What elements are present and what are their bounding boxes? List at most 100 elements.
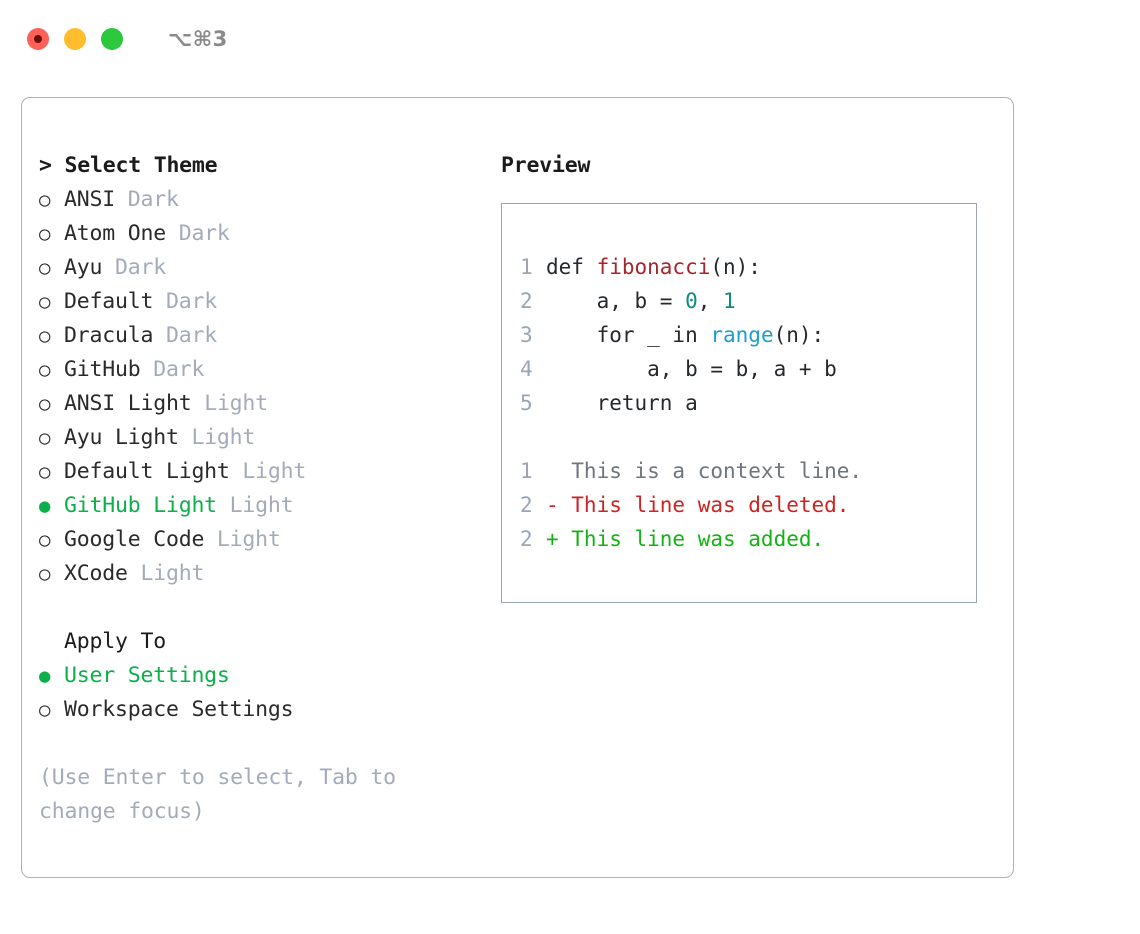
theme-item-label: Google Code — [64, 527, 205, 552]
theme-item-7[interactable]: ○Ayu Light Light — [39, 421, 479, 455]
token-fn: fibonacci — [596, 255, 711, 279]
radio-unselected-icon: ○ — [39, 427, 51, 449]
theme-item-label: Ayu — [64, 255, 103, 280]
token-num: 0 — [685, 289, 698, 313]
token-call: range — [710, 323, 774, 347]
line-number: 1 — [520, 459, 533, 483]
token-plain: (n): — [710, 255, 761, 279]
apply-to-heading: Apply To — [64, 629, 166, 654]
theme-selector-panel: > Select Theme ○ANSI Dark○Atom One Dark○… — [21, 97, 1014, 878]
radio-unselected-icon: ○ — [39, 699, 51, 721]
theme-item-label: XCode — [64, 561, 128, 586]
theme-item-label: Atom One — [64, 221, 166, 246]
close-button[interactable] — [27, 28, 49, 50]
left-column: > Select Theme ○ANSI Dark○Atom One Dark○… — [39, 149, 479, 829]
title-bar: ⌥⌘3 — [0, 0, 1140, 78]
diff-line-text: + This line was added. — [546, 527, 825, 551]
diff-line-ctx: 1 This is a context line. — [520, 454, 968, 488]
theme-item-10[interactable]: ○ Google Code Light — [39, 523, 479, 557]
code-line-text: for _ in range(n): — [546, 318, 825, 352]
code-line-3: 3 for _ in range(n): — [520, 318, 968, 352]
diff-line-add: 2 + This line was added. — [520, 522, 968, 556]
line-number: 2 — [520, 493, 533, 517]
apply-to-list[interactable]: ● User Settings ○ Workspace Settings — [39, 659, 479, 727]
keyboard-shortcut-label: ⌥⌘3 — [168, 27, 228, 51]
theme-item-label: Default — [64, 289, 154, 314]
diff-line-text: - This line was deleted. — [546, 493, 850, 517]
token-num: 1 — [723, 289, 736, 313]
code-line-text: def fibonacci(n): — [546, 250, 761, 284]
theme-item-variant-tag: Dark — [165, 221, 230, 246]
radio-unselected-icon: ○ — [39, 359, 51, 381]
code-line-2: 2 a, b = 0, 1 — [520, 284, 968, 318]
radio-unselected-icon: ○ — [39, 529, 51, 551]
maximize-button[interactable] — [101, 28, 123, 50]
theme-item-label: Dracula — [64, 323, 154, 348]
radio-unselected-icon: ○ — [39, 563, 51, 585]
radio-unselected-icon: ○ — [39, 325, 51, 347]
window-controls — [27, 28, 123, 50]
code-line-5: 5 return a — [520, 386, 968, 420]
preview-heading: Preview — [501, 153, 591, 178]
theme-item-variant-tag: Light — [229, 459, 307, 484]
line-number: 2 — [520, 527, 533, 551]
theme-item-variant-tag: Light — [191, 391, 268, 416]
code-line-1: 1 def fibonacci(n): — [520, 250, 968, 284]
code-line-text: a, b = b, a + b — [546, 352, 837, 386]
apply-to-item-label: User Settings — [64, 663, 230, 688]
token-plain: def — [546, 255, 597, 279]
token-plain: return a — [546, 391, 698, 415]
code-line-4: 4 a, b = b, a + b — [520, 352, 968, 386]
apply-to-item-label: Workspace Settings — [64, 697, 294, 722]
theme-item-2[interactable]: ○ Ayu Dark — [39, 251, 479, 285]
spacer — [39, 591, 479, 625]
radio-unselected-icon: ○ — [39, 223, 51, 245]
apply-to-item-1[interactable]: ○ Workspace Settings — [39, 693, 479, 727]
theme-item-3[interactable]: ○ Default Dark — [39, 285, 479, 319]
line-number: 1 — [520, 255, 533, 279]
radio-unselected-icon: ○ — [39, 291, 51, 313]
theme-item-5[interactable]: ○ GitHub Dark — [39, 353, 479, 387]
radio-unselected-icon: ○ — [39, 461, 51, 483]
diff-line-text: This is a context line. — [546, 459, 863, 483]
theme-item-label: Ayu Light — [64, 425, 179, 450]
theme-list[interactable]: ○ANSI Dark ○ Atom One Dark ○ Ayu Dark ○ Defaul… — [39, 183, 479, 591]
token-plain: for _ in — [546, 323, 711, 347]
theme-item-4[interactable]: ○Dracula Dark — [39, 319, 479, 353]
diff-line-del: 2 - This line was deleted. — [520, 488, 968, 522]
theme-item-1[interactable]: ○ Atom One Dark — [39, 217, 479, 251]
theme-item-label: GitHub — [64, 357, 141, 382]
line-number: 2 — [520, 289, 533, 313]
radio-unselected-icon: ○ — [39, 257, 51, 279]
theme-item-variant-tag: Dark — [153, 289, 217, 314]
diff-sample: 1 This is a context line. 2 - This line wa… — [520, 454, 968, 556]
minimize-button[interactable] — [64, 28, 86, 50]
apply-to-item-0[interactable]: ● User Settings — [39, 659, 479, 693]
token-plain: (n): — [773, 323, 825, 347]
code-line-text: a, b = 0, 1 — [546, 284, 736, 318]
keyboard-hint-text: (Use Enter to select, Tab to change focu… — [39, 765, 396, 824]
theme-item-6[interactable]: ○ANSI Light Light — [39, 387, 479, 421]
theme-item-variant-tag: Light — [204, 527, 281, 552]
theme-item-variant-tag: Dark — [102, 255, 166, 280]
theme-item-0[interactable]: ○ANSI Dark — [39, 183, 479, 217]
theme-item-label: Default Light — [64, 459, 230, 484]
theme-item-variant-tag: Dark — [140, 357, 205, 382]
theme-item-9[interactable]: ●GitHub Light Light — [39, 489, 479, 523]
radio-selected-icon: ● — [39, 665, 51, 687]
select-theme-heading: > Select Theme — [39, 153, 218, 178]
line-number: 3 — [520, 323, 533, 347]
line-number: 5 — [520, 391, 533, 415]
theme-item-11[interactable]: ○ XCode Light — [39, 557, 479, 591]
theme-item-variant-tag: Dark — [114, 187, 179, 212]
theme-item-label: GitHub Light — [64, 493, 217, 518]
line-number: 4 — [520, 357, 533, 381]
theme-item-8[interactable]: ○ Default Light Light — [39, 455, 479, 489]
radio-unselected-icon: ○ — [39, 393, 51, 415]
theme-item-variant-tag: Light — [127, 561, 205, 586]
token-plain: , — [697, 289, 724, 313]
